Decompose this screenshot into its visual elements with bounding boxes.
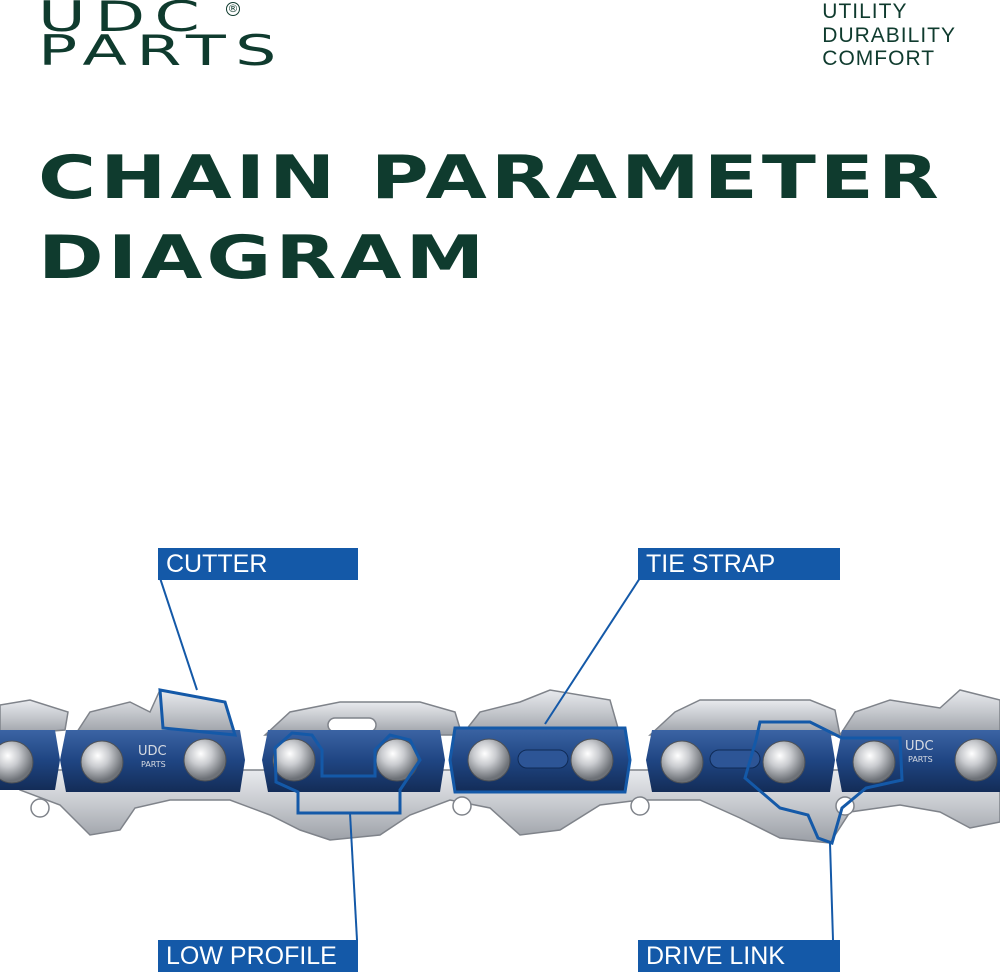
brand-logo: UDC PARTS ® bbox=[38, 0, 276, 72]
drive-link-hole bbox=[30, 798, 50, 818]
cutter-slot bbox=[327, 717, 377, 733]
callout-drive-link: DRIVE LINK bbox=[638, 940, 840, 972]
cutter-top-left bbox=[0, 699, 69, 736]
tie-strap-groove bbox=[517, 749, 569, 769]
drive-link-leader bbox=[829, 842, 834, 941]
callout-cutter: CUTTER bbox=[158, 548, 358, 580]
highlight-outlines bbox=[158, 688, 904, 845]
rivet bbox=[570, 738, 614, 782]
rivet bbox=[762, 740, 806, 784]
rivet bbox=[272, 738, 316, 782]
tagline: UTILITY DURABILITY COMFORT bbox=[822, 0, 956, 71]
tagline-utility: UTILITY bbox=[822, 0, 908, 23]
brand-logo-line2: PARTS bbox=[38, 26, 286, 75]
cutter-outline bbox=[158, 688, 238, 737]
chain-marking-line1: UDC bbox=[138, 744, 167, 759]
page-title: CHAIN PARAMETER DIAGRAM bbox=[38, 138, 943, 298]
brand-logo-line1: UDC bbox=[38, 0, 210, 41]
callout-low-profile: LOW PROFILE bbox=[158, 940, 358, 972]
registered-mark: ® bbox=[226, 2, 240, 16]
tagline-durability: DURABILITY bbox=[822, 23, 956, 47]
cutter-top-1 bbox=[73, 689, 237, 736]
rivet bbox=[954, 738, 998, 782]
chain-marking-line2: PARTS bbox=[908, 755, 933, 764]
rivet bbox=[0, 740, 34, 784]
cutter-top-4 bbox=[648, 699, 841, 736]
rivet bbox=[467, 738, 511, 782]
tie-strap-groove bbox=[709, 749, 761, 769]
callout-leaders bbox=[159, 577, 834, 941]
chain-marking-line2: PARTS bbox=[141, 760, 166, 769]
cutter-top-5 bbox=[838, 689, 1000, 736]
drive-link-hole bbox=[630, 796, 650, 816]
drive-link-outline bbox=[743, 720, 904, 845]
drive-link-hole bbox=[452, 796, 472, 816]
rivet bbox=[80, 740, 124, 784]
title-line1: CHAIN PARAMETER bbox=[38, 143, 943, 213]
low-profile-leader bbox=[349, 812, 358, 941]
rivet bbox=[660, 740, 704, 784]
tagline-comfort: COMFORT bbox=[822, 47, 936, 70]
tie-strap-leader bbox=[544, 577, 641, 725]
rivet bbox=[852, 740, 896, 784]
low-profile-outline bbox=[273, 731, 422, 815]
rivet bbox=[183, 738, 227, 782]
chain-marking-line1: UDC bbox=[905, 739, 934, 754]
title-line2: DIAGRAM bbox=[38, 223, 489, 293]
tie-strap-outline bbox=[448, 726, 632, 794]
cutter-leader bbox=[159, 577, 198, 691]
callout-tie-strap: TIE STRAP bbox=[638, 548, 840, 580]
